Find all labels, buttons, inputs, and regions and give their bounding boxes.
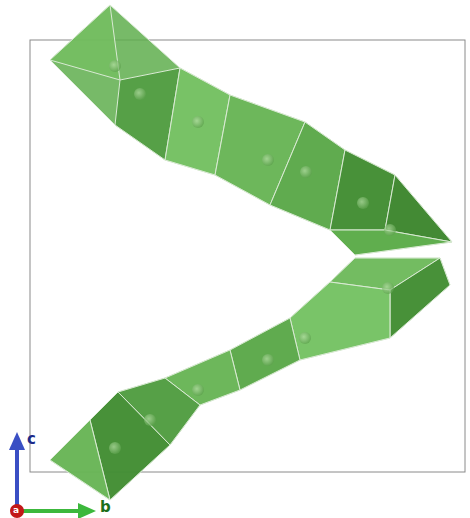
axis-label: c <box>27 432 36 447</box>
octahedra-chain <box>50 5 452 500</box>
axis-label: a <box>13 506 19 515</box>
axis-label: b <box>100 500 111 515</box>
axis-triad <box>9 432 96 518</box>
metal-atoms <box>109 60 396 454</box>
